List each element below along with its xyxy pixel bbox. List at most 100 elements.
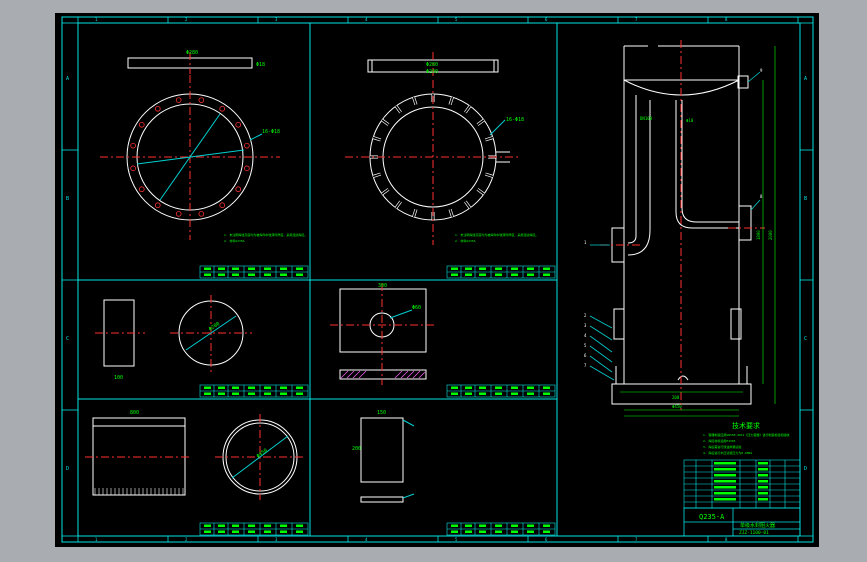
zone-number-bottom: 8 (725, 537, 728, 542)
zone-letter-right: A (804, 76, 807, 82)
parts-list (683, 459, 801, 509)
bolt-hole (138, 186, 145, 193)
bolt-hole (235, 121, 242, 128)
zone-number-top: 5 (455, 17, 458, 22)
slotted-dim-1: Φ280 (426, 62, 438, 68)
view-plate: 300 Φ60 (330, 283, 436, 385)
bolt-hole (198, 211, 205, 217)
assembly-part-3: 3 (584, 323, 587, 328)
zone-number-bottom: 5 (455, 537, 458, 542)
view-partitions (78, 23, 558, 536)
shell-ticks (94, 488, 184, 495)
plate-dim-2: Φ60 (412, 305, 421, 311)
bolt-hole (175, 97, 182, 103)
mini-title-block (446, 384, 556, 398)
zone-letter-left: A (66, 76, 69, 82)
outer-border (61, 16, 814, 543)
part-title-blocks (199, 265, 556, 536)
bolt-hole (130, 165, 136, 172)
bolt-hole (219, 105, 226, 112)
flange-dim-1: Φ280 (186, 50, 198, 56)
flange-note-cont: 2. 材料Q235A (224, 238, 245, 243)
zone-letter-left: D (66, 466, 69, 472)
slotted-note-cont: 2. 材料Q235A (455, 238, 476, 243)
zone-number-bottom: 7 (635, 537, 638, 542)
zone-letter-right: D (804, 466, 807, 472)
zone-number-bottom: 4 (365, 537, 368, 542)
mini-title-block (446, 265, 556, 279)
bolt-hole (244, 142, 250, 149)
main-title-block: Q235-A 单级水封阻火器 ZJZ-1100-01 (683, 507, 801, 537)
assembly-dim-6: 200 (672, 395, 680, 400)
assembly-part-1: 1 (584, 240, 587, 245)
zone-number-top: 4 (365, 17, 368, 22)
assembly-dim-4: 1800 (756, 230, 761, 240)
zone-letter-left: B (66, 196, 69, 202)
slotted-dim-3: 16-Φ18 (506, 117, 524, 123)
zone-letter-right: B (804, 196, 807, 202)
plate-dim-1: 300 (378, 283, 387, 289)
bolt-hole (219, 202, 226, 209)
zone-number-top: 8 (725, 17, 728, 22)
assembly-part-8: 8 (760, 194, 763, 199)
bolt-hole (198, 97, 205, 103)
title-material: Q235-A (699, 513, 725, 521)
bolt-hole (154, 202, 161, 209)
flange-note: 1. 未注明焊缝高度均为被焊件中较薄件厚度，采用连续焊接。 (224, 232, 307, 237)
zone-number-bottom: 6 (545, 537, 548, 542)
tech-req-line-4: 4. 焊后进行水压试验压力为0.6MPa (703, 450, 752, 455)
assembly-dim-5: 2000 (768, 230, 773, 240)
slotted-dim-2: Φ200 (426, 69, 438, 75)
bolt-hole (138, 121, 145, 128)
zone-number-top: 7 (635, 17, 638, 22)
mini-title-block (446, 522, 556, 536)
assembly-part-5: 5 (584, 343, 587, 348)
tech-req-line-2: 2. 焊接材料选用E4303 (703, 438, 736, 443)
technical-requirements: 技术要求 1. 容器制造应按GB150-2011《压力容器》进行制造检验和验收 … (703, 421, 789, 455)
bolt-hole (154, 105, 161, 112)
tech-req-title: 技术要求 (732, 421, 760, 430)
mini-title-block (199, 522, 309, 536)
slotted-note: 1. 未注明焊缝高度均为被焊件中较薄件厚度，采用连续焊接。 (455, 232, 538, 237)
bolt-hole (244, 165, 250, 172)
bolt-hole (235, 186, 242, 193)
tech-req-line-3: 3. 焊后需进行煤油渗漏试验 (703, 444, 741, 449)
assembly-part-6: 6 (584, 353, 587, 358)
sheet-dim-1: 150 (377, 410, 386, 416)
title-drawing-name: 单级水封阻火器 (740, 522, 775, 529)
flange-dim-2: Φ18 (256, 62, 265, 68)
bolt-hole (175, 211, 182, 217)
assembly-dim-2: Φ10 (686, 118, 694, 123)
assembly-part-4: 4 (584, 333, 587, 338)
zone-number-bottom: 2 (185, 537, 188, 542)
mini-title-block (199, 384, 309, 398)
zone-number-top: 1 (95, 17, 98, 22)
zone-number-top: 6 (545, 17, 548, 22)
assembly-part-2: 2 (584, 313, 587, 318)
mini-title-block (199, 265, 309, 279)
view-disc: Φ200 100 (95, 295, 252, 381)
assembly-part-7: 7 (584, 363, 587, 368)
flange-dim-3: 16-Φ18 (262, 129, 280, 135)
assembly-dim-3: Φ450 (672, 404, 682, 409)
bolt-hole (130, 142, 136, 149)
zone-number-top: 3 (275, 17, 278, 22)
shell-dim-2: 800 (130, 410, 139, 416)
disc-dim-2: 100 (114, 375, 123, 381)
assembly-dim-1: DN100 (640, 116, 653, 121)
zone-letter-right: C (804, 336, 807, 342)
view-shell: Φ450 800 (85, 410, 305, 500)
view-flange: Φ280 Φ18 16-Φ18 1. 未注明焊缝高度均为被焊件中较薄件厚度，采用… (100, 50, 307, 243)
zone-number-bottom: 3 (275, 537, 278, 542)
zone-number-top: 2 (185, 17, 188, 22)
zone-number-bottom: 1 (95, 537, 98, 542)
disc-dim-1: Φ200 (208, 321, 221, 333)
tech-req-line-1: 1. 容器制造应按GB150-2011《压力容器》进行制造检验和验收 (703, 432, 789, 437)
assembly-part-9: 9 (760, 68, 763, 73)
title-drawing-no: ZJZ-1100-01 (739, 530, 769, 536)
view-sheet: 150 200 (352, 410, 415, 503)
view-slotted-flange: Φ280 Φ200 16-Φ18 1. 未注明焊缝高度均为被焊件中较薄件厚度，采… (345, 52, 538, 245)
view-assembly: 1 2 3 4 5 6 7 8 9 DN100 Φ10 Φ450 1800 20… (584, 40, 776, 417)
